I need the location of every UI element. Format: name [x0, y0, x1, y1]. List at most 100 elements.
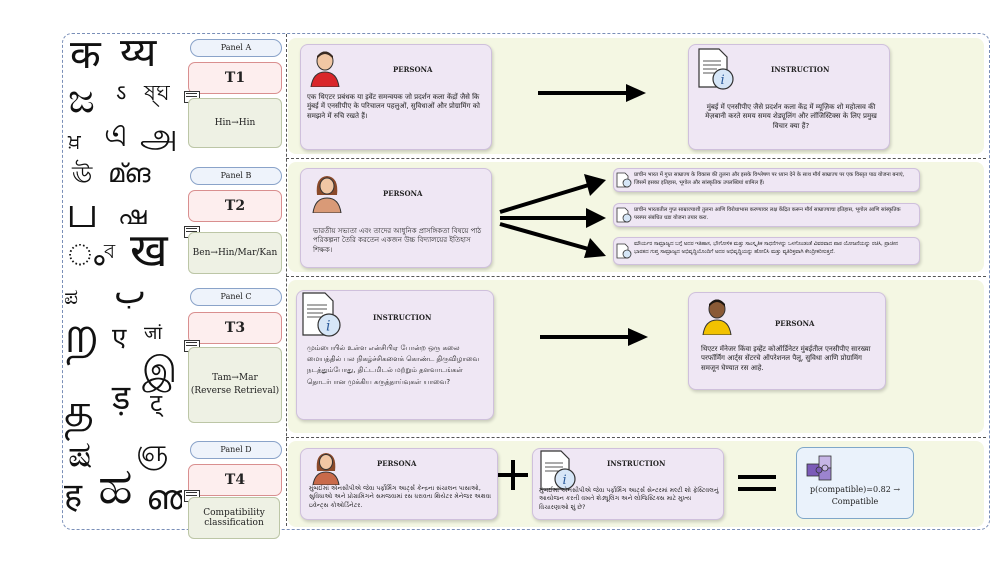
svg-text:i: i [326, 319, 330, 335]
language-text: Compatibility classification [203, 508, 265, 528]
glyph: ற [64, 305, 100, 365]
panel-divider [286, 158, 986, 159]
svg-text:i: i [721, 73, 725, 88]
script-glyph-collage: क य्य ಜ ऽ ষ্ঘ ਖ਼ এ அ ঊ മ്ങ ப ഷ ം ব ख ಪ ب… [64, 35, 182, 527]
person-male-icon [310, 51, 340, 87]
instruction-card: i INSTRUCTION மும்பையில் உள்ள என்சிபிஏ ப… [296, 290, 494, 420]
instruction-title: INSTRUCTION [607, 459, 666, 468]
panel-divider [286, 437, 986, 438]
panel-divider [286, 276, 986, 277]
task-t1: T1 [188, 62, 282, 94]
glyph: य्य [120, 35, 157, 76]
document-info-icon [616, 207, 632, 223]
arrow-right [538, 84, 646, 102]
persona-card: PERSONA थिएटर मॅनेजर किंवा इव्हेंट कोऑर्… [688, 292, 886, 390]
glyph: ஞ [136, 434, 169, 469]
instruction-card: i INSTRUCTION मुंबई में एनसीपीए जैसे प्र… [688, 44, 890, 150]
glyph: ಜ [68, 76, 95, 122]
glyph: ப [66, 187, 99, 238]
persona-card: PERSONA एक थिएटर प्रबंधक या इवेंट समन्वय… [300, 44, 492, 150]
compatibility-text: p(compatible)=0.82 → Compatible [797, 484, 913, 508]
compatibility-result: p(compatible)=0.82 → Compatible [796, 447, 914, 519]
fan-out-arrows [499, 174, 606, 258]
panel-a-label: Panel A [190, 39, 282, 57]
output-card-marathi: प्राचीन भारतातील गुप्त साम्राज्याशी तुलन… [613, 203, 920, 227]
glyph: ऽ [116, 81, 127, 106]
plus-sign [498, 460, 528, 490]
glyph: ए [112, 323, 127, 353]
panel-b-label: Panel B [190, 167, 282, 185]
persona-title: PERSONA [377, 459, 417, 468]
output-text: ಮೌರ್ಯರ ಸಾಮ್ರಾಜ್ಯದ ಬಗ್ಗೆ ಅದರ ಇತಿಹಾಸ, ಭೌಗೋ… [634, 241, 898, 255]
instruction-title: INSTRUCTION [771, 65, 830, 74]
glyph: ষ্ঘ [144, 81, 170, 106]
glyph: இ [142, 350, 178, 391]
glyph: മ്ങ [108, 159, 151, 189]
output-text: प्राचीन भारतातील गुप्त साम्राज्याशी तुलन… [634, 207, 901, 221]
task-languages: Compatibility classification [188, 497, 280, 539]
output-card-hindi: प्राचीन भारत में गुप्त साम्राज्य के विका… [613, 168, 920, 192]
persona-text: મુંબઈમાં એનસીપીએ જેવા પર્ફોર્મિંગ આર્ટ્સ… [309, 485, 492, 509]
person-female-icon [312, 176, 342, 213]
instruction-text: மும்பையில் உள்ள என்சிபிஏ போன்ற ஒரு கலை ம… [307, 344, 480, 386]
persona-card: PERSONA મુંબઈમાં એનસીપીએ જેવા પર્ફોર્મિં… [300, 448, 498, 520]
compatibility-label: Compatible [831, 497, 879, 506]
task-t2: T2 [188, 190, 282, 222]
persona-card: PERSONA ভারতীয় সভ্যতা এবং তাদের আধুনিক … [300, 168, 492, 268]
document-info-icon: i [540, 450, 576, 490]
output-card-kannada: ಮೌರ್ಯರ ಸಾಮ್ರಾಜ್ಯದ ಬಗ್ಗೆ ಅದರ ಇತಿಹಾಸ, ಭೌಗೋ… [613, 237, 920, 265]
glyph: ड़ [112, 378, 131, 418]
glyph: ಹ [98, 457, 133, 515]
language-text: Tam→Mar (Reverse Retrieval) [190, 372, 280, 397]
equals-sign [738, 475, 776, 491]
glyph: जां [144, 323, 163, 344]
instruction-text: मुंबई में एनसीपीए जैसे प्रदर्शन कला केंद… [705, 103, 877, 130]
glyph: ب [114, 272, 147, 312]
person-female-icon [312, 453, 340, 485]
glyph: ഷ [118, 201, 147, 231]
panel-c-label: Panel C [190, 288, 282, 306]
language-text: Ben→Hin/Mar/Kan [192, 248, 278, 258]
task-languages: Hin→Hin [188, 98, 282, 148]
glyph: এ [104, 116, 129, 154]
task-languages: Ben→Hin/Mar/Kan [188, 232, 282, 274]
persona-title: PERSONA [383, 189, 423, 198]
glyph: ഞ [146, 478, 182, 518]
glyph: ह [64, 476, 83, 516]
persona-text: एक थिएटर प्रबंधक या इवेंट समन्वयक जो प्र… [307, 93, 480, 120]
persona-title: PERSONA [393, 65, 433, 74]
document-info-icon [616, 243, 632, 259]
document-info-icon: i [698, 48, 734, 90]
compatibility-probability: p(compatible)=0.82 → [809, 485, 901, 494]
glyph: ਖ਼ [68, 129, 81, 153]
column-divider [286, 34, 287, 526]
glyph: த [64, 383, 94, 437]
persona-text: ভারতীয় সভ্যতা এবং তাদের আধুনিক প্রাসঙ্গ… [313, 227, 482, 254]
document-info-icon: i [302, 292, 341, 337]
panel-d-label: Panel D [190, 441, 282, 459]
instruction-card: i INSTRUCTION મુંબઈમાં એનસીપીએ જેવા પર્ફ… [532, 448, 724, 520]
puzzle-icon [806, 455, 832, 481]
glyph: ব [104, 239, 116, 263]
glyph: ಷ [68, 434, 93, 475]
arrow-right [540, 328, 648, 346]
glyph: அ [140, 116, 178, 156]
glyph: ঊ [72, 161, 93, 189]
glyph: ಪ [64, 285, 79, 310]
glyph: ख [130, 223, 168, 277]
instruction-text: મુંબઈમાં એનસીપીએ જેવા પર્ફોર્મિંગ આર્ટ્સ… [539, 487, 719, 511]
persona-text: थिएटर मॅनेजर किंवा इव्हेंट कोऑर्डिनेटर म… [701, 345, 871, 372]
document-info-icon [616, 172, 632, 188]
glyph: ट् [150, 389, 163, 417]
task-t4: T4 [188, 464, 282, 496]
instruction-title: INSTRUCTION [373, 313, 432, 322]
person-male-icon [702, 299, 732, 335]
output-text: प्राचीन भारत में गुप्त साम्राज्य के विका… [634, 172, 905, 186]
glyph: क [70, 35, 101, 78]
task-t3: T3 [188, 312, 282, 344]
glyph: ം [68, 238, 105, 273]
svg-text:i: i [563, 473, 567, 488]
language-text: Hin→Hin [214, 118, 256, 128]
task-languages: Tam→Mar (Reverse Retrieval) [188, 347, 282, 423]
persona-title: PERSONA [775, 319, 815, 328]
